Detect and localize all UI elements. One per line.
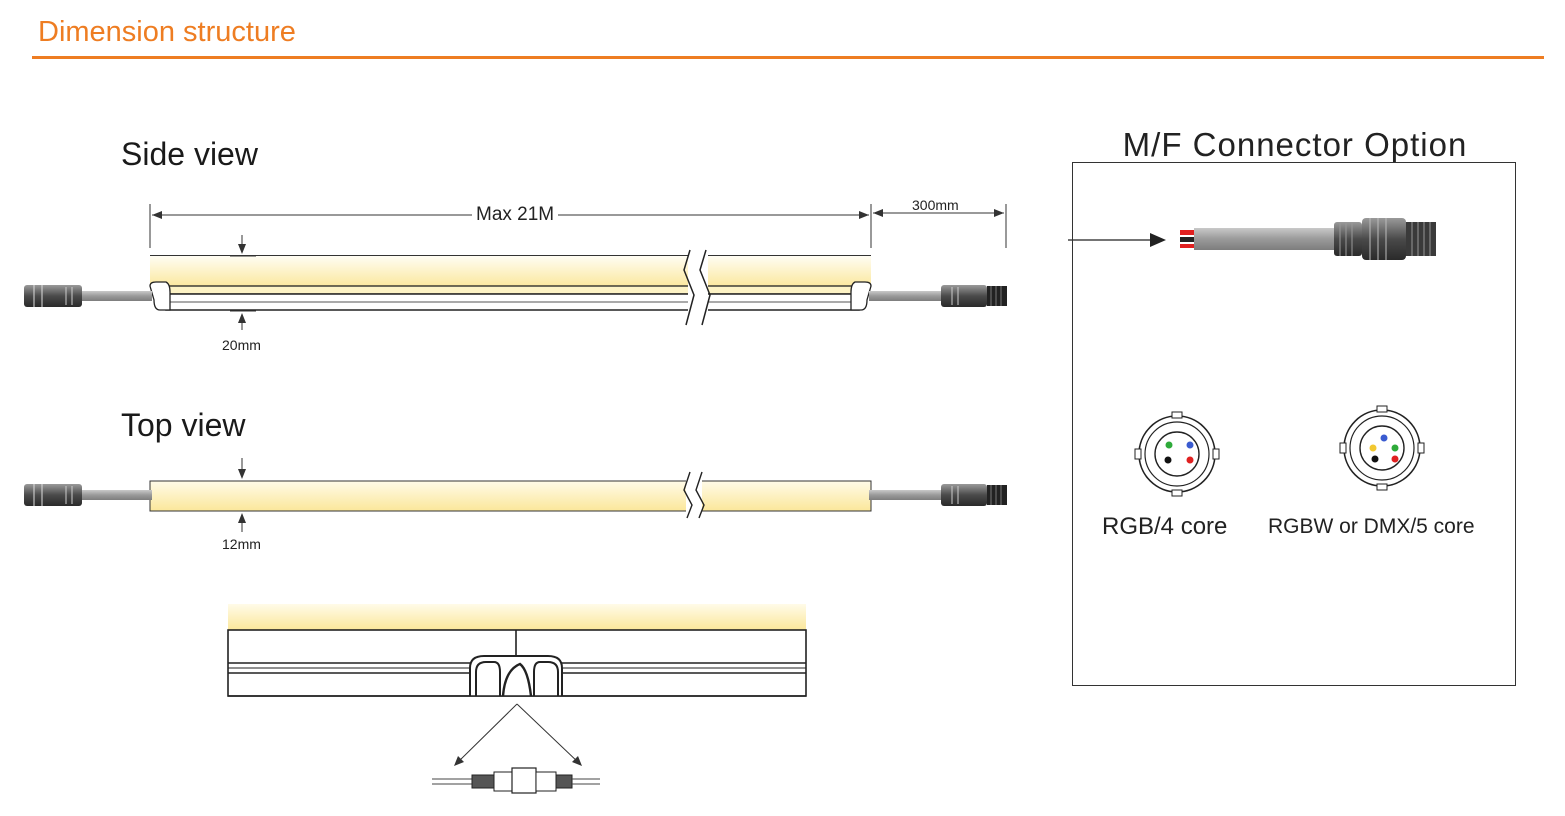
length-label: Max 21M [472, 204, 559, 226]
connector-option-panel [1072, 162, 1516, 686]
rgbw-5-core-pin-face [1339, 405, 1425, 491]
side-right-cable [869, 285, 1007, 307]
connector-option-title: M/F Connector Option [1122, 126, 1468, 163]
side-height-dimension [230, 235, 256, 330]
width-label: 12mm [222, 536, 261, 552]
side-view-title: Side view [121, 136, 258, 172]
side-length-dimension [149, 204, 1007, 248]
height-label: 20mm [222, 337, 261, 353]
joint-detail [227, 604, 807, 697]
section-divider [32, 56, 1544, 59]
rgbw-core-label: RGBW or DMX/5 core [1268, 515, 1475, 538]
joint-callout-arrows [454, 703, 582, 766]
rgb-4-core-pin-face [1134, 411, 1220, 497]
top-left-cable [24, 484, 152, 506]
cable-length-label: 300mm [912, 197, 959, 213]
rgb-core-label: RGB/4 core [1102, 513, 1228, 540]
section-title: Dimension structure [38, 16, 296, 48]
top-view-title: Top view [121, 407, 246, 443]
female-connector-cable [1180, 218, 1436, 260]
side-left-cable [24, 285, 152, 307]
top-right-cable [869, 484, 1007, 506]
top-width-dimension [230, 458, 256, 532]
top-view-strip [149, 470, 872, 520]
side-view-strip [149, 248, 872, 328]
connector-pointer-arrow [1068, 233, 1166, 247]
joint-cable-connector [432, 767, 600, 794]
